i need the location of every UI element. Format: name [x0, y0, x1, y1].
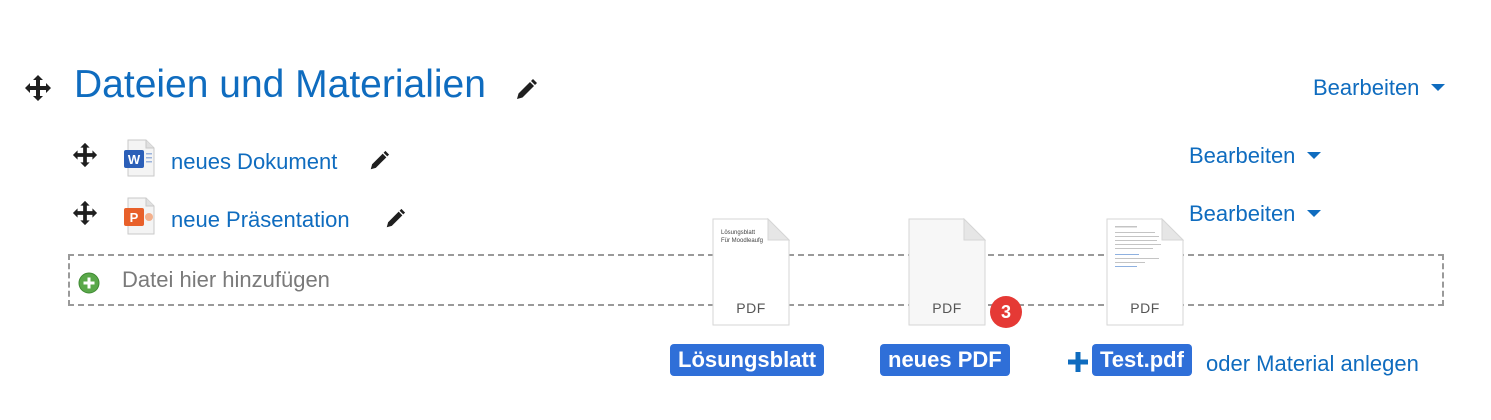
activity-title-edit-button[interactable]	[368, 150, 390, 177]
svg-text:P: P	[130, 210, 139, 225]
dragged-file-name: neues PDF	[880, 344, 1010, 376]
svg-text:W: W	[128, 152, 141, 167]
activity-link[interactable]: neues Dokument	[171, 149, 338, 174]
dragged-file: PDF	[908, 218, 986, 326]
file-preview: Lösungsblatt Für Moodleaufg	[721, 229, 763, 245]
pencil-icon	[517, 79, 537, 99]
file-preview-line: Für Moodleaufg	[721, 238, 764, 244]
section-title-edit-button[interactable]	[514, 78, 538, 107]
file-type-label: PDF	[1130, 300, 1160, 316]
dragged-file: PDF	[1106, 218, 1184, 326]
activity-edit-label: Bearbeiten	[1189, 143, 1296, 168]
pdf-file-icon	[908, 218, 986, 326]
powerpoint-presentation-icon: P	[122, 196, 158, 241]
move-icon	[72, 142, 98, 168]
pencil-icon	[370, 150, 390, 170]
activity-move-handle[interactable]	[72, 142, 98, 173]
file-type-label: PDF	[932, 300, 962, 316]
plus-icon[interactable]	[1068, 352, 1088, 377]
activity-title-edit-button[interactable]	[384, 208, 406, 235]
section-title[interactable]: Dateien und Materialien	[74, 63, 486, 106]
pdf-file-icon	[1106, 218, 1184, 326]
document-text-lines	[1115, 226, 1161, 267]
activity-edit-menu[interactable]: Bearbeiten	[1189, 199, 1322, 229]
chevron-down-icon	[1431, 84, 1446, 91]
activity-link[interactable]: neue Präsentation	[171, 207, 350, 232]
file-type-label: PDF	[736, 300, 766, 316]
move-icon	[72, 200, 98, 226]
move-icon	[25, 75, 51, 101]
pdf-file-icon	[712, 218, 790, 326]
chevron-down-icon	[1307, 210, 1322, 217]
dragged-file: Lösungsblatt Für Moodleaufg PDF	[712, 218, 790, 326]
dropzone-label: Datei hier hinzufügen	[122, 267, 330, 292]
add-circle-icon	[78, 272, 100, 299]
file-preview-line: Lösungsblatt	[721, 230, 756, 236]
pencil-icon	[386, 208, 406, 228]
activity-move-handle[interactable]	[72, 200, 98, 231]
chevron-down-icon	[1307, 152, 1322, 159]
section-edit-label: Bearbeiten	[1313, 75, 1420, 100]
section-edit-menu[interactable]: Bearbeiten	[1313, 73, 1446, 103]
activity-edit-menu[interactable]: Bearbeiten	[1189, 141, 1322, 171]
section-move-handle[interactable]	[24, 74, 52, 107]
dragged-file-name: Lösungsblatt	[670, 344, 825, 376]
activity-edit-label: Bearbeiten	[1189, 201, 1296, 226]
word-document-icon: W	[122, 138, 158, 183]
dragged-file-name: Test.pdf	[1092, 344, 1192, 376]
drag-count-badge: 3	[990, 296, 1022, 328]
add-activity-link[interactable]: oder Material anlegen	[1206, 351, 1419, 376]
